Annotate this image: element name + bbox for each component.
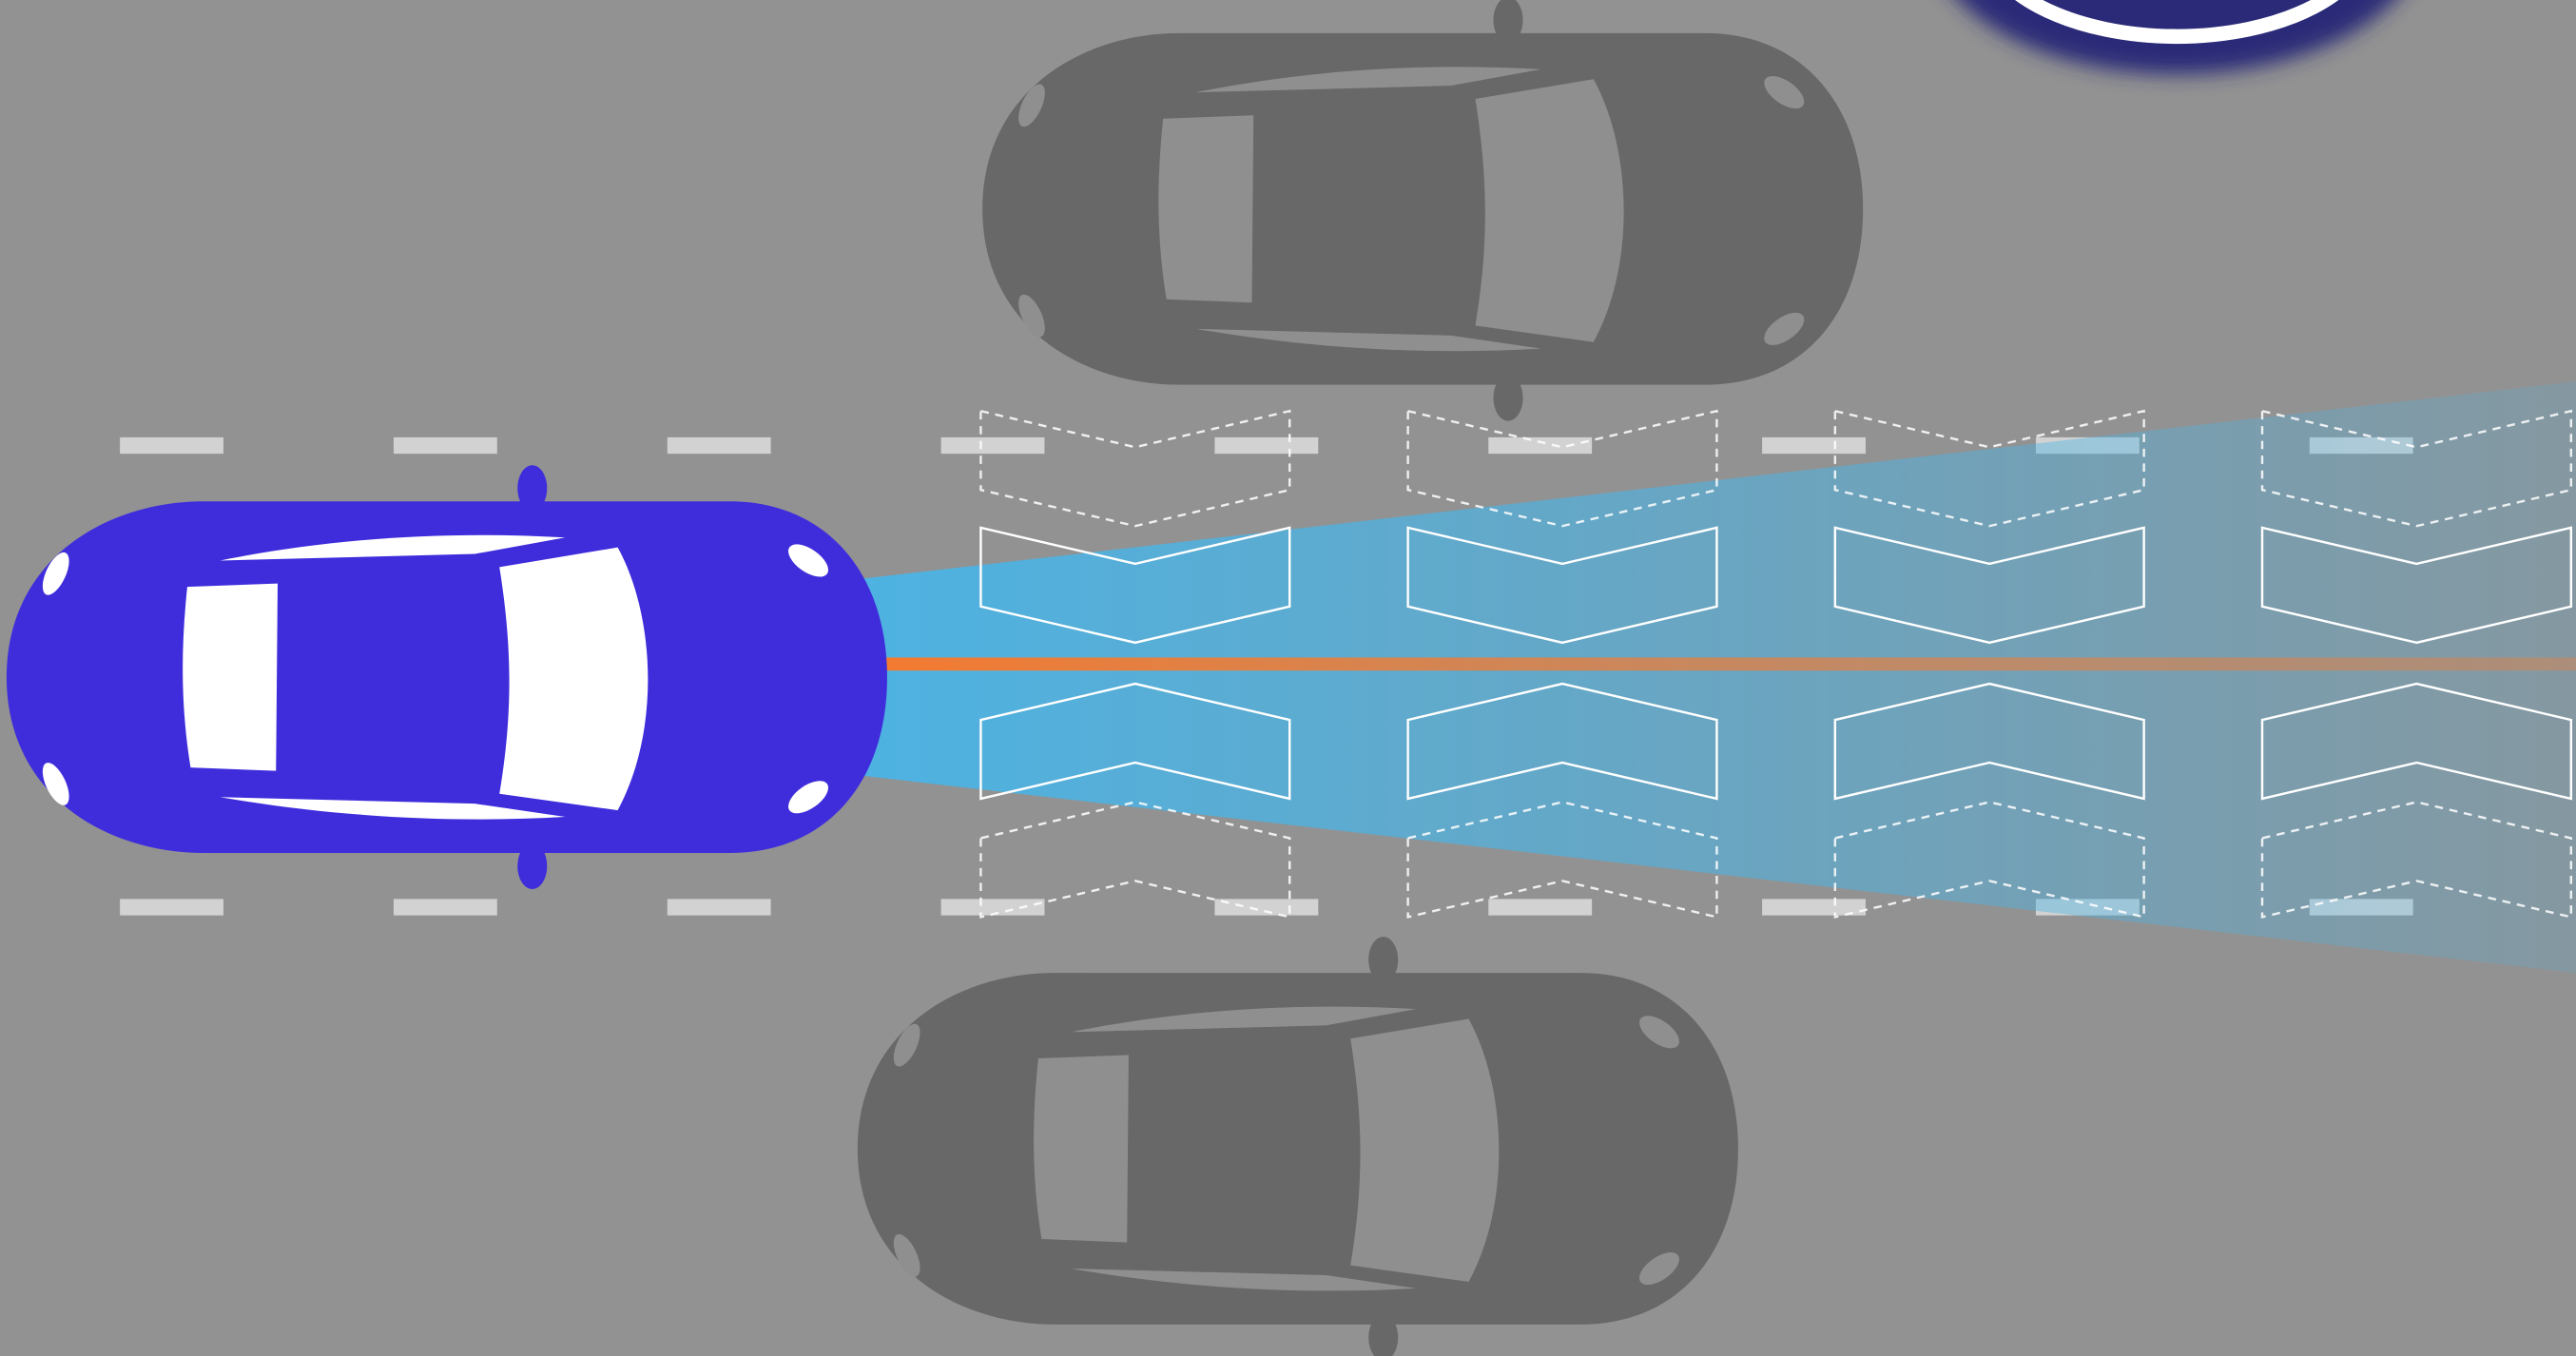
lane-dash	[1488, 437, 1592, 454]
lane-dash	[120, 437, 223, 454]
ego-car-icon	[7, 465, 887, 889]
car-top-icon	[982, 0, 1863, 421]
lane-dash	[120, 899, 223, 915]
lane-dash	[1762, 437, 1866, 454]
lane-dash	[668, 437, 771, 454]
lane-dash	[394, 437, 497, 454]
trajectory-line	[879, 657, 2576, 670]
lane-dash	[394, 899, 497, 915]
lane-dash	[1214, 437, 1318, 454]
car-bottom-icon	[858, 937, 1738, 1356]
lane-dash	[941, 437, 1045, 454]
lane-dash	[1488, 899, 1592, 915]
lane-dash	[1214, 899, 1318, 915]
lane-dash	[941, 899, 1045, 915]
lane-dash	[668, 899, 771, 915]
